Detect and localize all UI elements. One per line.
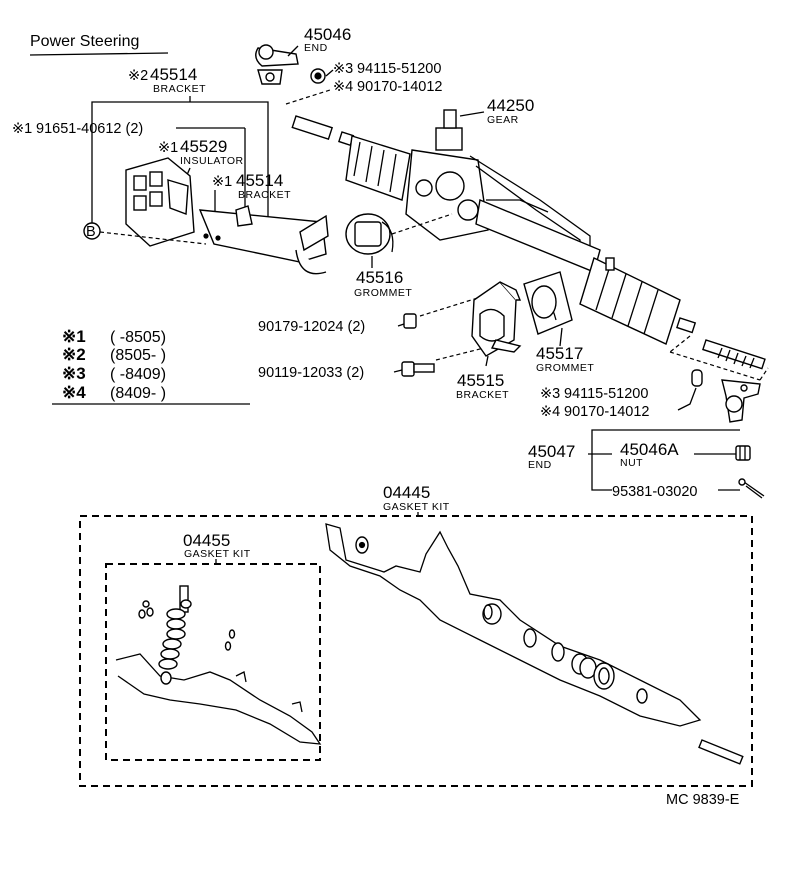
callout-nut-right-3-mark: ※3	[540, 386, 560, 402]
callout-end-top-number: 45046	[304, 25, 351, 44]
callout-bracket-mid-mark: ※1	[212, 174, 232, 190]
callout-gear-number: 44250	[487, 96, 534, 115]
bolt-a-part	[403, 313, 417, 329]
gasket-kit-inner-box	[105, 563, 321, 761]
callout-nut-right-caption: NUT	[620, 457, 643, 469]
callout-insulator-caption: INSULATOR	[180, 155, 244, 167]
callout-bracket-top-caption: BRACKET	[153, 83, 206, 95]
castle-nut-part	[735, 445, 751, 461]
callout-bolt-b-number: 90119-12033 (2)	[258, 365, 364, 381]
callout-gear-caption: GEAR	[487, 114, 519, 126]
ref-b-label: B	[86, 224, 96, 240]
legend: ※1 ( -8505) ※2 (8505- ) ※3 ( -8409) ※4 (…	[52, 327, 250, 405]
legend-mark-4: ※4	[62, 383, 86, 402]
callout-nut-right-4-number: 90170-14012	[564, 404, 649, 420]
legend-range-4: (8409- )	[110, 385, 166, 402]
callout-grommet-right-number: 45517	[536, 344, 583, 363]
gasket-kit-outer-box	[79, 515, 753, 787]
cotter-pin-part	[738, 478, 765, 499]
insulator-part	[125, 157, 195, 247]
callout-gasket-kit-inner-caption: GASKET KIT	[184, 548, 251, 560]
callout-insulator-mark: ※1	[158, 140, 178, 156]
callout-bracket-mid-caption: BRACKET	[238, 189, 291, 201]
callout-bracket-top-mark: ※2	[128, 68, 148, 84]
callout-bracket-top-number: 45514	[150, 65, 197, 84]
callout-end-right-number: 45047	[528, 442, 575, 461]
callout-bolt-left-mark: ※1	[12, 121, 32, 137]
callout-nut-top-3-mark: ※3	[333, 61, 353, 77]
callout-nut-right-3-number: 94115-51200	[564, 386, 648, 402]
callout-nut-right-number: 45046A	[620, 440, 679, 459]
callout-gasket-kit-inner-number: 04455	[183, 531, 230, 550]
callout-insulator-number: 45529	[180, 137, 227, 156]
bolt-b-part	[401, 361, 435, 377]
gasket-kit-inner-contents	[115, 585, 322, 745]
tie-rod-end-right	[721, 379, 761, 423]
callout-gasket-kit-outer-caption: GASKET KIT	[383, 501, 450, 513]
legend-range-1: ( -8505)	[110, 329, 166, 346]
legend-mark-2: ※2	[62, 345, 86, 364]
callout-bracket-low-number: 45515	[457, 371, 504, 390]
callout-end-top-caption: END	[304, 42, 328, 54]
ref-b-circle	[83, 222, 101, 240]
legend-range-2: (8505- )	[110, 347, 166, 364]
title-underline	[29, 52, 169, 56]
page-title: Power Steering	[30, 33, 139, 50]
nut-top	[310, 68, 326, 84]
callout-bracket-mid-number: 45514	[236, 171, 283, 190]
legend-range-3: ( -8409)	[110, 366, 166, 383]
callout-bolt-left-number: 91651-40612 (2)	[36, 121, 143, 137]
legend-mark-1: ※1	[62, 327, 86, 346]
legend-mark-3: ※3	[62, 364, 86, 383]
callout-pin-number: 95381-03020	[612, 484, 697, 500]
grommet-right-part	[523, 271, 573, 335]
callout-gasket-kit-outer-number: 04445	[383, 483, 430, 502]
callout-nut-right-4-mark: ※4	[540, 404, 560, 420]
tie-rod-end-top	[255, 44, 299, 85]
nut-right-small	[691, 369, 703, 387]
steering-gear-housing	[291, 109, 697, 345]
diagram-code: MC 9839-E	[666, 792, 740, 808]
callout-nut-top-4-number: 90170-14012	[357, 79, 442, 95]
bracket-mid-part	[198, 205, 329, 275]
callout-nut-top-3-number: 94115-51200	[357, 61, 441, 77]
bracket-low-part	[471, 281, 522, 357]
callout-bracket-low-caption: BRACKET	[456, 389, 509, 401]
callout-bolt-a-number: 90179-12024 (2)	[258, 319, 365, 335]
tie-rod-right	[702, 339, 766, 370]
callout-grommet-left-caption: GROMMET	[354, 287, 412, 299]
grommet-left-part	[345, 213, 394, 255]
callout-grommet-left-number: 45516	[356, 268, 403, 287]
callout-end-right-caption: END	[528, 459, 552, 471]
callout-nut-top-4-mark: ※4	[333, 79, 353, 95]
callout-grommet-right-caption: GROMMET	[536, 362, 594, 374]
gasket-kit-outer-contents	[325, 523, 744, 765]
